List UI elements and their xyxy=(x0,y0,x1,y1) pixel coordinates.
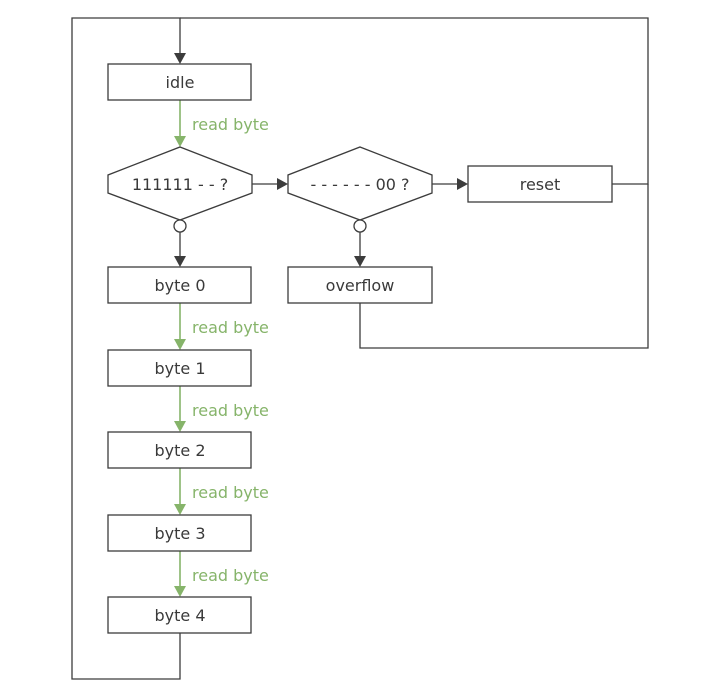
byte3-label: byte 3 xyxy=(154,524,205,543)
tail-check-no-marker xyxy=(353,219,367,233)
overflow-return-edge xyxy=(359,184,649,349)
arrowhead-green-3 xyxy=(174,421,186,432)
byte0-label: byte 0 xyxy=(154,276,205,295)
byte0-box xyxy=(107,266,252,304)
loop-return-edge xyxy=(71,17,181,680)
edge-label-read-byte-2: read byte xyxy=(192,318,269,337)
arrowhead-green-4 xyxy=(174,504,186,515)
idle-label: idle xyxy=(166,73,195,92)
idle-box xyxy=(107,63,252,101)
byte2-label: byte 2 xyxy=(154,441,205,460)
byte1-box xyxy=(107,349,252,387)
arrowhead-to-overflow xyxy=(354,256,366,267)
arrowhead-green-1 xyxy=(174,136,186,147)
byte2-box xyxy=(107,431,252,469)
arrowhead-into-idle xyxy=(174,53,186,64)
tail-check-label: - - - - - - 00 ? xyxy=(310,175,409,194)
reset-box xyxy=(467,165,613,203)
header-check-label: 111111 - - ? xyxy=(132,175,228,194)
arrowhead-to-byte0 xyxy=(174,256,186,267)
reset-return-edge xyxy=(180,17,649,185)
arrowhead-to-tail xyxy=(277,178,288,190)
byte3-box xyxy=(107,514,252,552)
edge-label-read-byte-4: read byte xyxy=(192,483,269,502)
byte1-label: byte 1 xyxy=(154,359,205,378)
overflow-label: overflow xyxy=(326,276,395,295)
arrowhead-green-2 xyxy=(174,339,186,350)
byte4-box xyxy=(107,596,252,634)
arrowhead-to-reset xyxy=(457,178,468,190)
arrowhead-green-5 xyxy=(174,586,186,597)
header-check-no-marker xyxy=(173,219,187,233)
reset-label: reset xyxy=(520,175,561,194)
edge-label-read-byte-5: read byte xyxy=(192,566,269,585)
edge-label-read-byte-1: read byte xyxy=(192,115,269,134)
edge-label-read-byte-3: read byte xyxy=(192,401,269,420)
byte4-label: byte 4 xyxy=(154,606,205,625)
overflow-box xyxy=(287,266,433,304)
